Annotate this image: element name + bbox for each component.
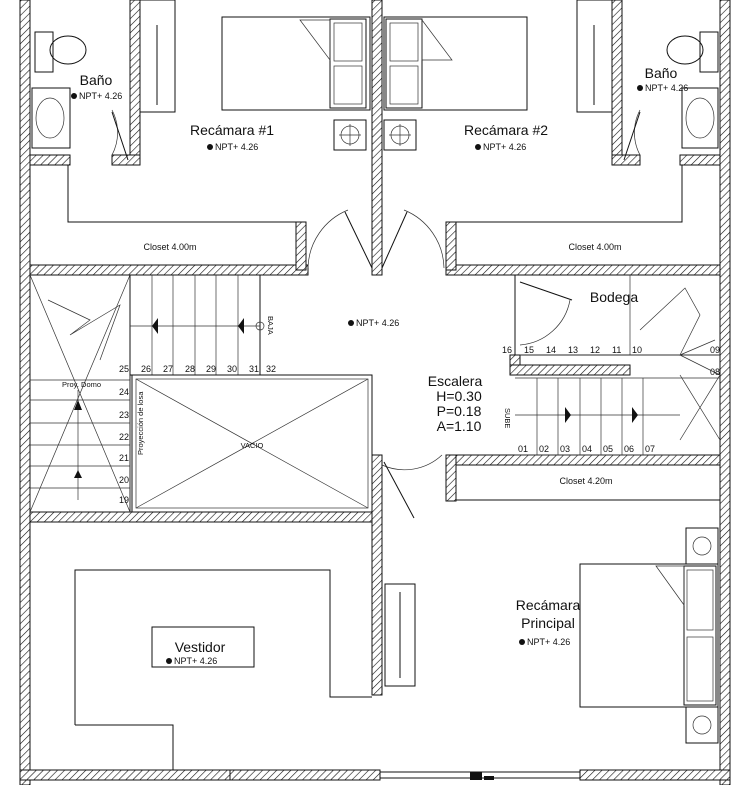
level-mark-principal: NPT+ 4.26 bbox=[519, 637, 570, 647]
step-left-19: 19 bbox=[119, 495, 129, 505]
svg-text:NPT+ 4.26: NPT+ 4.26 bbox=[79, 91, 122, 101]
closet-label-left: Closet 4.00m bbox=[143, 242, 196, 252]
walls bbox=[19, 0, 731, 785]
level-mark-recamara1: NPT+ 4.26 bbox=[207, 142, 258, 152]
level-mark-bano-left: NPT+ 4.26 bbox=[71, 91, 122, 101]
step-bodega-10: 10 bbox=[632, 345, 642, 355]
stair-label: Escalera bbox=[428, 373, 483, 389]
room-label-bano-right: Baño bbox=[645, 65, 678, 81]
step-left-20: 20 bbox=[119, 475, 129, 485]
step-upper-25: 25 bbox=[119, 364, 129, 374]
vestidor-area bbox=[74, 569, 416, 770]
step-lower-05: 05 bbox=[603, 444, 613, 454]
room-label-recamara2: Recámara #2 bbox=[464, 122, 548, 138]
svg-text:NPT+ 4.26: NPT+ 4.26 bbox=[215, 142, 258, 152]
svg-text:NPT+ 4.26: NPT+ 4.26 bbox=[645, 83, 688, 93]
closet-label-right: Closet 4.00m bbox=[568, 242, 621, 252]
step-bodega-11: 11 bbox=[612, 345, 621, 355]
step-bodega-15: 15 bbox=[524, 345, 534, 355]
bed-principal bbox=[579, 527, 719, 744]
step-left-22: 22 bbox=[119, 432, 129, 442]
step-upper-32: 32 bbox=[266, 364, 276, 374]
bed-recamara1 bbox=[221, 16, 371, 151]
room-label-principal-1: Recámara bbox=[516, 597, 581, 613]
level-mark-vestidor: NPT+ 4.26 bbox=[166, 656, 217, 666]
room-label-bano-left: Baño bbox=[80, 72, 113, 88]
step-lower-02: 02 bbox=[539, 444, 549, 454]
note-proy-losa: Proyección de losa bbox=[136, 391, 145, 455]
svg-text:NPT+ 4.26: NPT+ 4.26 bbox=[527, 637, 570, 647]
stair-note-sube: SUBE bbox=[503, 408, 512, 428]
step-upper-28: 28 bbox=[185, 364, 195, 374]
step-upper-26: 26 bbox=[141, 364, 151, 374]
closet-label-principal: Closet 4.20m bbox=[559, 476, 612, 486]
bathroom-right-fixtures bbox=[623, 31, 719, 161]
note-proy-domo: Proy. Domo bbox=[62, 380, 101, 389]
step-bodega-16: 16 bbox=[502, 345, 512, 355]
stair-spec-p: P=0.18 bbox=[437, 403, 482, 419]
step-side-08: 08 bbox=[710, 367, 720, 377]
step-bodega-12: 12 bbox=[590, 345, 600, 355]
step-upper-30: 30 bbox=[227, 364, 237, 374]
room-label-bodega: Bodega bbox=[590, 289, 638, 305]
room-label-vestidor: Vestidor bbox=[175, 639, 226, 655]
bathroom-left-fixtures bbox=[31, 31, 129, 161]
stair-note-baja: BAJA bbox=[266, 316, 275, 335]
labels: Baño Baño Recámara #1 Recámara #2 Bodega… bbox=[62, 65, 688, 666]
step-bodega-13: 13 bbox=[568, 345, 578, 355]
step-side-09: 09 bbox=[710, 345, 720, 355]
hall-door bbox=[381, 454, 443, 519]
note-vacio: VACIO bbox=[241, 441, 264, 450]
step-numbers: 25 26 27 28 29 30 31 32 24 23 22 21 20 19 16 15 14 13 12 11… bbox=[119, 345, 720, 505]
step-lower-06: 06 bbox=[624, 444, 634, 454]
room-label-principal-2: Principal bbox=[521, 615, 575, 631]
step-upper-29: 29 bbox=[206, 364, 216, 374]
level-mark-recamara2: NPT+ 4.26 bbox=[475, 142, 526, 152]
step-lower-04: 04 bbox=[582, 444, 592, 454]
room-label-recamara1: Recámara #1 bbox=[190, 122, 274, 138]
level-mark-bano-right: NPT+ 4.26 bbox=[637, 83, 688, 93]
step-upper-27: 27 bbox=[163, 364, 173, 374]
step-lower-07: 07 bbox=[645, 444, 655, 454]
step-bodega-14: 14 bbox=[546, 345, 556, 355]
svg-text:NPT+ 4.26: NPT+ 4.26 bbox=[483, 142, 526, 152]
step-upper-31: 31 bbox=[249, 364, 259, 374]
step-left-21: 21 bbox=[119, 453, 129, 463]
closets-top bbox=[30, 0, 720, 223]
level-mark-hall: NPT+ 4.26 bbox=[348, 318, 399, 328]
svg-text:NPT+ 4.26: NPT+ 4.26 bbox=[174, 656, 217, 666]
stair-spec-a: A=1.10 bbox=[437, 418, 482, 434]
stair-spec-h: H=0.30 bbox=[436, 388, 482, 404]
svg-text:NPT+ 4.26: NPT+ 4.26 bbox=[356, 318, 399, 328]
stair-left bbox=[29, 274, 373, 513]
bed-recamara2 bbox=[383, 16, 528, 151]
step-left-23: 23 bbox=[119, 410, 129, 420]
step-lower-01: 01 bbox=[518, 444, 528, 454]
stair-right bbox=[455, 274, 721, 501]
step-left-24: 24 bbox=[119, 387, 129, 397]
bedroom-doors bbox=[307, 209, 445, 269]
step-lower-03: 03 bbox=[560, 444, 570, 454]
